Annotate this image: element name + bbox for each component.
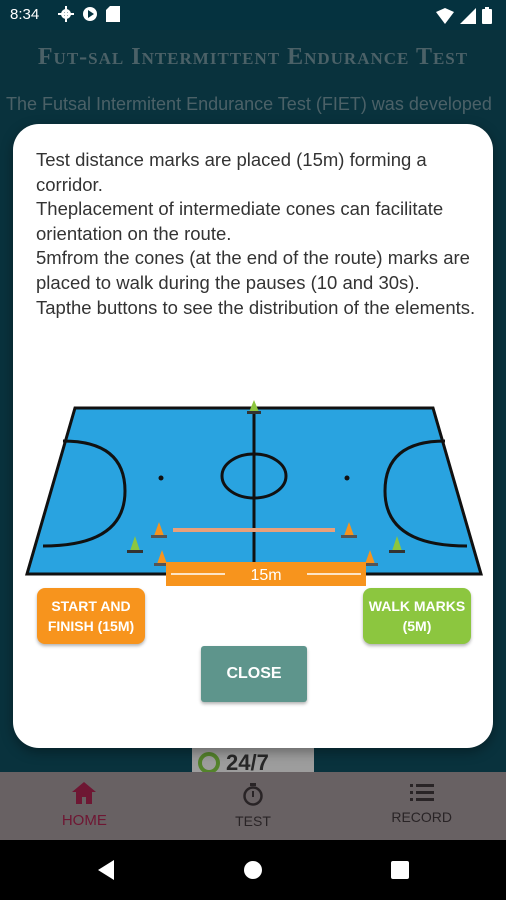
- sd-card-icon: [106, 6, 120, 22]
- walk-marks-button[interactable]: WALK MARKS (5M): [363, 588, 471, 644]
- cone-icon: [341, 522, 357, 538]
- bottom-navigation: HOME TEST RECORD: [0, 772, 506, 840]
- stopwatch-icon: [243, 783, 263, 806]
- penalty-spot: [158, 475, 164, 481]
- cone-icon: [389, 536, 405, 553]
- page-title: Fut-sal Intermittent Endurance Test: [37, 44, 469, 70]
- penalty-spot: [344, 475, 350, 481]
- dialog-paragraph: 5mfrom the cones (at the end of the rout…: [36, 247, 470, 293]
- cone-icon: [127, 536, 143, 553]
- dialog-paragraph: Test distance marks are placed (15m) for…: [36, 149, 427, 195]
- battery-icon: [482, 7, 492, 24]
- logo-text: 24/7: [226, 750, 269, 774]
- cone-icon: [151, 522, 167, 538]
- distance-label: 15m: [250, 567, 281, 584]
- cone-icon: [362, 550, 378, 566]
- nav-home[interactable]: HOME: [0, 772, 169, 840]
- play-protect-icon: [83, 7, 97, 21]
- dialog-paragraph: Theplacement of intermediate cones can f…: [36, 198, 444, 244]
- back-icon[interactable]: [96, 860, 116, 880]
- cone-icon: [154, 550, 170, 566]
- left-goal-area: [42, 439, 127, 548]
- start-finish-button[interactable]: START AND FINISH (15M): [37, 588, 145, 644]
- settings-icon: [58, 6, 74, 22]
- nav-test[interactable]: TEST: [169, 772, 338, 840]
- home-button-icon[interactable]: [243, 860, 263, 880]
- dialog-text: Test distance marks are placed (15m) for…: [36, 148, 476, 320]
- status-time: 8:34: [10, 6, 40, 23]
- nav-record-label: RECORD: [391, 809, 453, 825]
- app-logo: 24/7: [192, 748, 314, 774]
- center-circle: [220, 452, 288, 500]
- court-illustration: 15m: [25, 396, 483, 586]
- wifi-icon: [436, 7, 454, 24]
- close-button[interactable]: CLOSE: [201, 646, 307, 702]
- info-dialog: Test distance marks are placed (15m) for…: [13, 124, 493, 748]
- status-bar: 8:34: [0, 0, 506, 30]
- signal-icon: [460, 7, 476, 24]
- right-goal-area: [383, 439, 468, 548]
- system-navigation-bar: [0, 840, 506, 900]
- nav-record[interactable]: RECORD: [337, 772, 506, 840]
- nav-test-label: TEST: [235, 813, 271, 829]
- home-icon: [72, 782, 97, 804]
- intro-text: The Futsal Intermitent Endurance Test (F…: [6, 94, 492, 114]
- list-icon: [409, 784, 434, 801]
- futsal-court-diagram: 15m: [25, 400, 483, 586]
- dialog-paragraph: Tapthe buttons to see the distribution o…: [36, 296, 476, 318]
- cone-icon: [247, 400, 261, 414]
- recents-icon[interactable]: [391, 861, 409, 879]
- nav-home-label: HOME: [61, 812, 107, 829]
